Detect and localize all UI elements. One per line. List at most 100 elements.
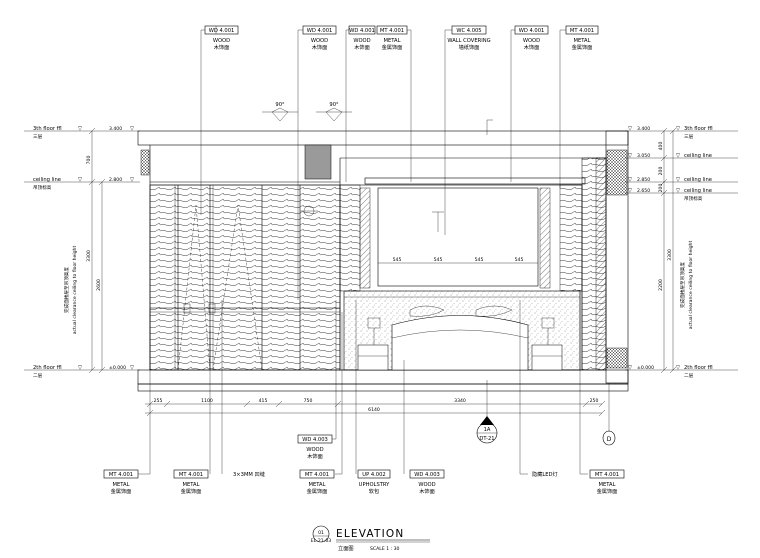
tag-code: WD 4.003 [302, 437, 328, 443]
gap-note: 3×3MM 凹缝 [221, 300, 265, 478]
led-note-text: 隐藏LED灯 [532, 470, 558, 478]
tag-material-cn: 金属饰面 [111, 487, 132, 495]
level-name: 3th floor ffl [33, 126, 62, 132]
bottom-dim: 1100 [201, 398, 213, 404]
level-mark: ▽ [676, 177, 680, 183]
bottom-dim: 250 [590, 398, 599, 404]
tag-code: WD 4.001 [209, 28, 235, 34]
tag-material-cn: 金属饰面 [382, 43, 403, 51]
tag-code: WD 4.001 [349, 28, 375, 34]
level-mark: ▽ [78, 365, 82, 371]
level-el: 3.050 [637, 153, 650, 159]
tag-code: MT 4.001 [179, 472, 203, 478]
bottom-tag-6: MT 4.001 METAL 金属饰面 [579, 290, 625, 495]
bottom-tag-1: MT 4.001 METAL 金属饰面 [103, 310, 151, 495]
level-name-cn: 吊顶标高 [33, 184, 52, 191]
tag-material-cn: 木饰面 [307, 452, 323, 460]
level-name: 2th floor ffl [684, 365, 713, 371]
level-mark: ▽ [628, 188, 632, 194]
level-name-cn: 二层 [684, 373, 694, 379]
level-name: ceiling line [684, 177, 712, 183]
dim-right: 200 [658, 184, 664, 193]
side-note-en: actual clearance ceiling to floor height [72, 246, 78, 335]
angle-label: 90° [275, 102, 285, 108]
mid-tag: WD 4.003 WOOD 木饰面 [297, 300, 337, 460]
level-name: ceiling line [684, 153, 712, 159]
level-name: 2th floor ffl [33, 365, 62, 371]
tag-material: WOOD [353, 38, 370, 44]
level-el: ±0.000 [109, 365, 126, 371]
side-note-en: actual clearance ceiling to floor height [688, 241, 694, 330]
level-name: ceiling line [33, 177, 61, 183]
tag-code: WD 4.001 [519, 28, 545, 34]
dim-right: 400 [658, 142, 664, 151]
grid-bubble: D [602, 383, 616, 446]
tag-material: WALL COVERING [447, 38, 490, 44]
tag-code: MT 4.001 [380, 28, 404, 34]
dim-right: 2200 [658, 279, 664, 291]
bottom-dim: 750 [304, 398, 313, 404]
bottom-tag-5: WD 4.003 WOOD 木饰面 [403, 360, 445, 495]
bottom-dim: 3340 [454, 398, 466, 404]
tag-material: METAL [113, 482, 130, 488]
dim-left: 3300 [86, 250, 92, 262]
angle-label: 90° [329, 102, 339, 108]
top-tag-5: WC 4.005 WALL COVERING 墙纸饰面 [444, 25, 491, 235]
inner-dim: 545 [475, 257, 484, 263]
tag-code: UP 4.002 [362, 472, 385, 478]
tag-code: MT 4.001 [109, 472, 133, 478]
level-mark: ▽ [628, 365, 632, 371]
levels-right: ▽ 3.400 ▽ 3th floor ffl 三层 ▽ 3.050 ▽ cei… [625, 126, 738, 379]
tag-material: METAL [384, 38, 401, 44]
top-tag-3: WD 4.001 WOOD 木饰面 [345, 25, 376, 182]
bottom-dim: 415 [259, 398, 268, 404]
level-mark: ▽ [130, 126, 134, 132]
title-text: ELEVATION [336, 528, 404, 540]
level-el: ±0.000 [637, 365, 654, 371]
bottom-tag-4: UP 4.002 UPHOLSTRY 软包 [355, 300, 391, 495]
level-mark: ▽ [628, 126, 632, 132]
title-num: 01 [318, 530, 324, 536]
level-mark: ▽ [676, 365, 680, 371]
tag-material: UPHOLSTRY [359, 482, 391, 488]
tag-material-cn: 墙纸饰面 [459, 43, 480, 51]
tag-code: MT 4.001 [570, 28, 594, 34]
tag-material-cn: 金属饰面 [307, 487, 328, 495]
level-name-cn: 三层 [684, 134, 694, 140]
tag-code: WC 4.005 [456, 28, 481, 34]
bottom-dim: 255 [154, 398, 163, 404]
angle-callout-1: 90° [262, 102, 298, 122]
level-name: 3th floor ffl [684, 126, 713, 132]
level-name: ceiling line [684, 188, 712, 194]
tag-material: WOOD [523, 38, 540, 44]
tag-material-cn: 金属饰面 [572, 43, 593, 51]
led-note: 隐藏LED灯 [519, 300, 558, 478]
inner-dim: 545 [515, 257, 524, 263]
gap-note-text: 3×3MM 凹缝 [233, 470, 265, 478]
tag-code: MT 4.001 [305, 472, 329, 478]
dim-right: 200 [658, 167, 664, 176]
level-mark: ▽ [676, 153, 680, 159]
level-name-cn: 吊顶标高 [684, 195, 703, 202]
level-name-cn: 三层 [33, 134, 43, 140]
level-mark: ▽ [130, 365, 134, 371]
top-tag-1: WD 4.001 WOOD 木饰面 [200, 25, 239, 215]
level-el: 3.400 [109, 126, 122, 132]
tag-material-cn: 金属饰面 [597, 487, 618, 495]
dim-left: 700 [86, 156, 92, 165]
tag-code: MT 4.001 [595, 472, 619, 478]
tag-material-cn: 木饰面 [354, 43, 370, 51]
dim-left: 2600 [96, 279, 102, 291]
tag-code: WD 4.003 [414, 472, 440, 478]
title-cn: 立面图 [338, 544, 354, 552]
angle-callout-2: 90° [316, 102, 352, 122]
section-sheet: DT-21 [479, 436, 494, 442]
level-el: 2.850 [637, 177, 650, 183]
level-mark: ▽ [628, 153, 632, 159]
tag-material-cn: 木饰面 [312, 43, 328, 51]
tag-material: WOOD [311, 38, 328, 44]
tag-material: METAL [183, 482, 200, 488]
tag-material: WOOD [418, 482, 435, 488]
grid-label: D [607, 436, 612, 443]
